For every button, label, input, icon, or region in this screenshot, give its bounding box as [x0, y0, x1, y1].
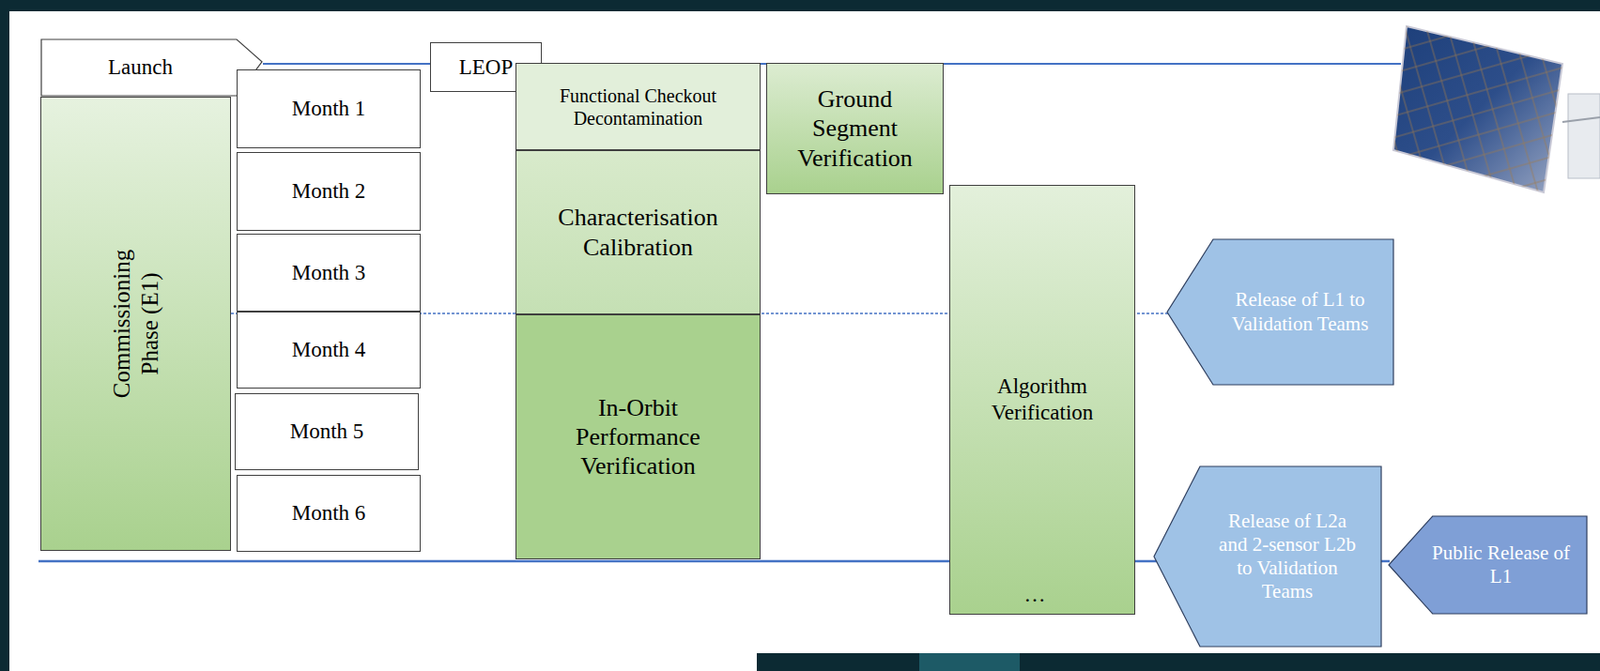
footer-bar	[756, 653, 1600, 671]
box-label: Month 4	[292, 337, 367, 364]
arrow-box: Public Release of L1	[1387, 515, 1588, 616]
box-label: Month 3	[292, 260, 367, 287]
phase-band: Commissioning Phase (E1)	[40, 96, 231, 552]
phase-box: Month 4	[236, 311, 421, 389]
box-label: LEOP	[459, 54, 514, 81]
phase-box: Algorithm Verification …	[949, 184, 1136, 616]
box-label: Month 5	[290, 418, 365, 446]
box-label: Algorithm Verification	[957, 373, 1127, 426]
phase-box: Month 6	[236, 475, 421, 553]
phase-box: Characterisation Calibration	[515, 150, 761, 315]
arrow-box: Release of L2a and 2-sensor L2b to Valid…	[1153, 465, 1383, 648]
box-label: Functional Checkout Decontamination	[521, 84, 756, 130]
box-label: In-Orbit Performance Verification	[558, 393, 719, 482]
phase-box: Functional Checkout Decontamination	[515, 62, 761, 151]
arrow-box: Launch	[40, 38, 263, 97]
box-label: Month 1	[292, 95, 367, 123]
box-label: Public Release of L1	[1430, 541, 1572, 589]
continuation-mark: …	[950, 582, 1120, 609]
satellite-illustration	[1393, 26, 1600, 193]
box-label: Release of L2a and 2-sensor L2b to Valid…	[1216, 509, 1358, 605]
box-label: Release of L1 to Validation Teams	[1230, 288, 1371, 336]
phase-box: Month 5	[234, 393, 419, 471]
box-label: Month 6	[292, 500, 367, 527]
phase-box: Month 1	[236, 69, 421, 149]
arrow-box: Release of L1 to Validation Teams	[1166, 238, 1395, 386]
box-label: Launch	[107, 54, 173, 81]
phase-box: Month 3	[236, 233, 421, 312]
box-label: Month 2	[292, 178, 367, 205]
phase-box: In-Orbit Performance Verification	[515, 314, 761, 560]
phase-box: Ground Segment Verification	[766, 62, 944, 195]
arrow-outline	[1387, 515, 1588, 616]
box-label: Characterisation Calibration	[539, 202, 738, 262]
phase-box: Month 2	[236, 152, 421, 231]
footer-segment	[919, 653, 1020, 671]
page-ground	[9, 11, 1600, 671]
box-label: Commissioning Phase (E1)	[107, 242, 165, 407]
box-label: Ground Segment Verification	[780, 84, 931, 173]
